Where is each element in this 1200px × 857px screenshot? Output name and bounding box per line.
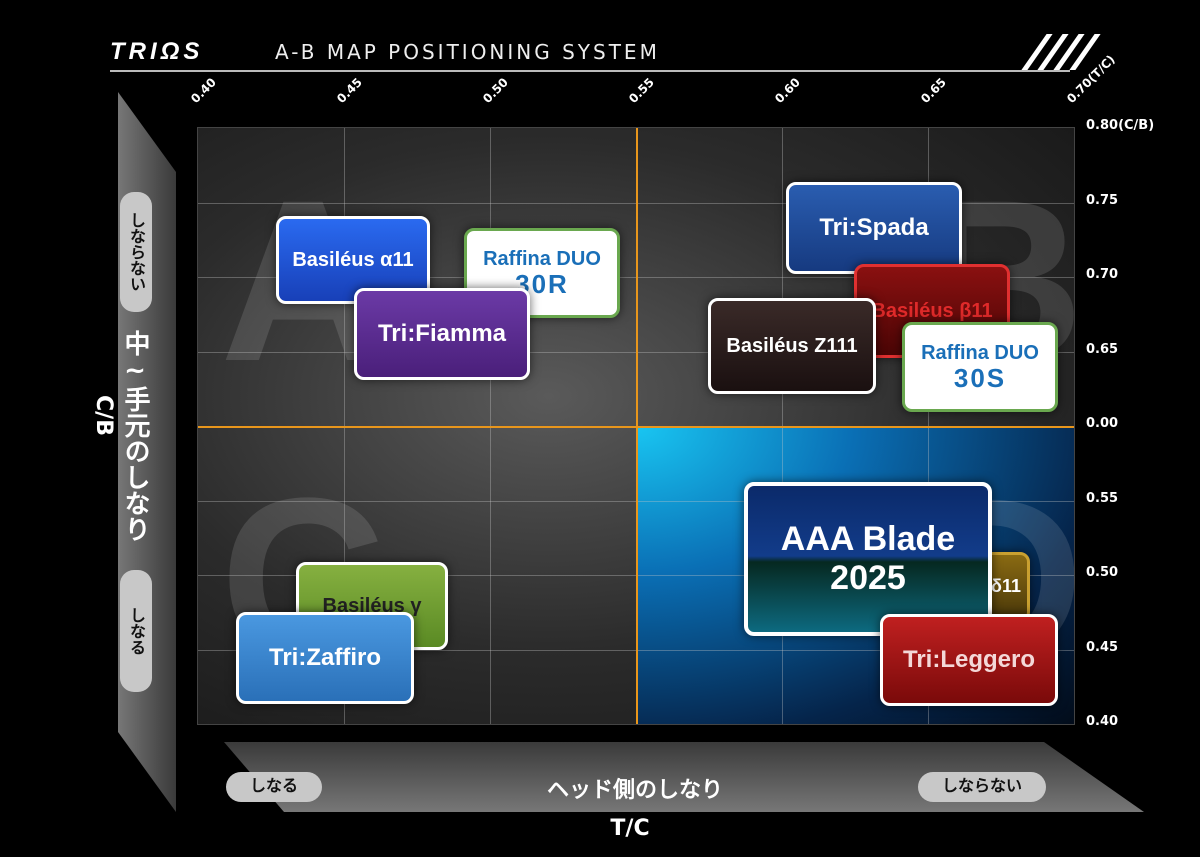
y-tick-label: 0.50 — [1086, 565, 1119, 580]
x-tick-label: 0.60 — [772, 75, 803, 106]
product-aaa-blade-2025: AAA Blade 2025 — [744, 482, 992, 636]
y-tick-label: 0.70 — [1086, 267, 1119, 282]
y-tick-label: 0.45 — [1086, 640, 1119, 655]
horizontal-divider — [198, 426, 1074, 428]
x-axis-arrow — [224, 742, 1144, 812]
product-tri-fiamma: Tri:Fiamma — [354, 288, 530, 380]
x-axis-title: T/C — [610, 816, 650, 841]
x-pill-left: しなる — [226, 772, 323, 802]
y-tick-label: 0.80(C/B) — [1086, 118, 1155, 133]
y-axis-title: C/B — [90, 395, 116, 436]
header-rule — [110, 70, 1070, 72]
x-axis-main-label: ヘッド側のしなり — [546, 778, 723, 803]
chart-title: A-B MAP POSITIONING SYSTEM — [275, 40, 660, 64]
product-raffina-duo-30s: Raffina DUO 30S — [902, 322, 1058, 412]
product-tri-spada: Tri:Spada — [786, 182, 962, 274]
y-tick-label: 0.65 — [1086, 342, 1119, 357]
x-tick-label: 0.50 — [480, 75, 511, 106]
x-tick-label: 0.65 — [918, 75, 949, 106]
y-pill-bottom: しなる — [120, 570, 152, 692]
y-tick-label: 0.55 — [1086, 491, 1119, 506]
header: TRIΩS A-B MAP POSITIONING SYSTEM — [110, 34, 1101, 74]
y-tick-label: 0.00 — [1086, 416, 1119, 431]
x-tick-label: 0.45 — [334, 75, 365, 106]
y-tick-label: 0.75 — [1086, 193, 1119, 208]
x-pill-right: しならない — [918, 772, 1047, 802]
y-pill-top: しならない — [120, 192, 152, 312]
brand-logo: TRIΩS — [110, 38, 204, 65]
y-tick-label: 0.40 — [1086, 714, 1119, 729]
x-tick-label: 0.55 — [626, 75, 657, 106]
stripes-decoration — [1020, 34, 1101, 70]
y-axis-main-label: 中~手元のしなり — [120, 330, 150, 542]
product-tri-zaffiro: Tri:Zaffiro — [236, 612, 414, 704]
x-tick-label: 0.40 — [188, 75, 219, 106]
product-tri-leggero: Tri:Leggero — [880, 614, 1058, 706]
product-basileus-z111: Basiléus Z111 — [708, 298, 876, 394]
